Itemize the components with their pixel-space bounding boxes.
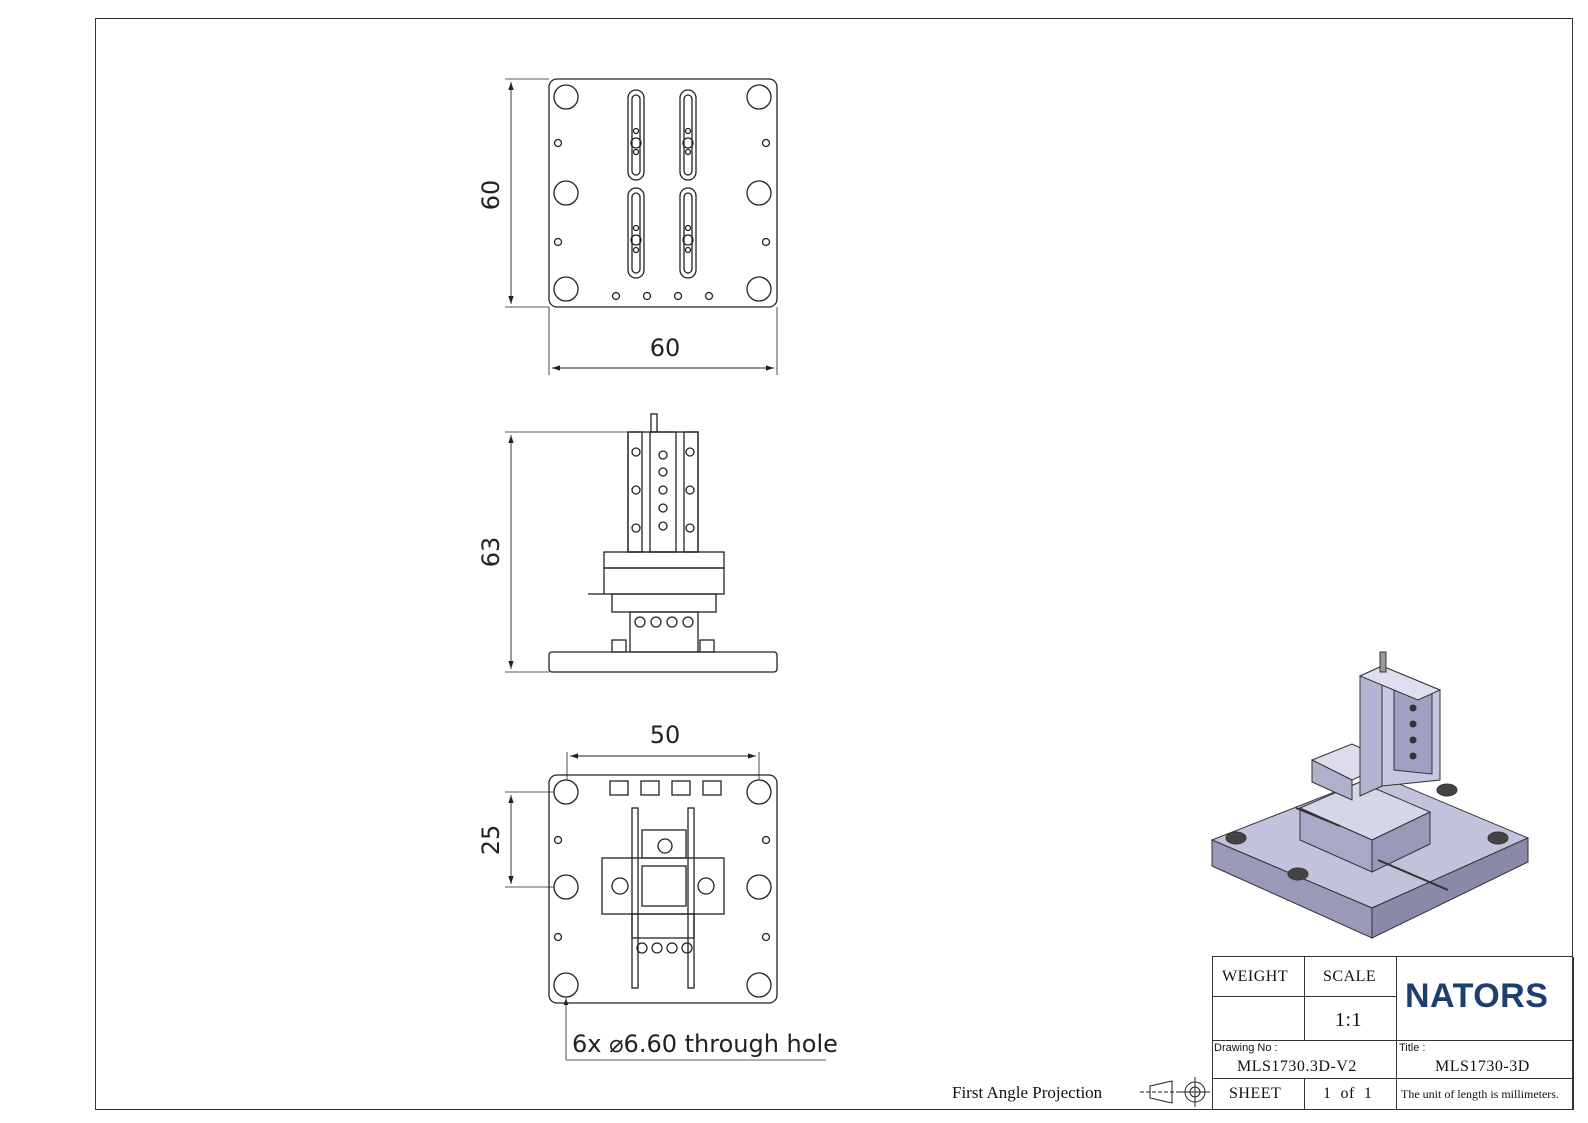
top-view <box>505 78 778 375</box>
title-label: Title : <box>1399 1042 1426 1054</box>
hole-note: 6x ⌀6.60 through hole <box>572 1030 838 1058</box>
title-block: WEIGHT SCALE NATORS 1:1 Drawing No : MLS… <box>1212 956 1574 1110</box>
weight-value-cell <box>1213 997 1305 1041</box>
units-note: The unit of length is millimeters. <box>1401 1087 1559 1101</box>
sheet-label: SHEET <box>1229 1085 1282 1102</box>
scale-value-cell: 1:1 <box>1305 997 1397 1041</box>
weight-label: WEIGHT <box>1222 968 1289 985</box>
title-cell: Title : MLS1730-3D <box>1397 1041 1574 1079</box>
logo-cell: NATORS <box>1397 957 1574 1041</box>
drawing-no-label: Drawing No : <box>1214 1042 1278 1054</box>
top-height-dim: 60 <box>477 180 505 211</box>
front-height-dim: 63 <box>477 537 505 568</box>
weight-label-cell: WEIGHT <box>1213 957 1305 997</box>
bottom-span-dim: 50 <box>650 721 681 749</box>
scale-value: 1:1 <box>1335 1009 1363 1031</box>
sheet-value-cell: 1 of 1 <box>1305 1079 1397 1110</box>
drawing-title: MLS1730-3D <box>1435 1058 1530 1075</box>
sheet-value: 1 of 1 <box>1323 1085 1373 1102</box>
projection-label: First Angle Projection <box>952 1083 1103 1102</box>
drawing-no-cell: Drawing No : MLS1730.3D-V2 <box>1213 1041 1397 1079</box>
drawing-border <box>95 18 1573 1110</box>
projection-symbol-icon <box>1140 1077 1210 1107</box>
isometric-view <box>1210 651 1530 939</box>
top-width-dim: 60 <box>650 334 681 362</box>
front-view <box>505 413 778 673</box>
bottom-height-dim: 25 <box>477 825 505 856</box>
drawing-no: MLS1730.3D-V2 <box>1237 1058 1357 1075</box>
units-note-cell: The unit of length is millimeters. <box>1397 1079 1574 1110</box>
company-logo: NATORS <box>1405 977 1549 1015</box>
sheet-label-cell: SHEET <box>1213 1079 1305 1110</box>
bottom-view <box>505 752 826 1061</box>
scale-label-cell: SCALE <box>1305 957 1397 997</box>
scale-label: SCALE <box>1323 968 1377 985</box>
